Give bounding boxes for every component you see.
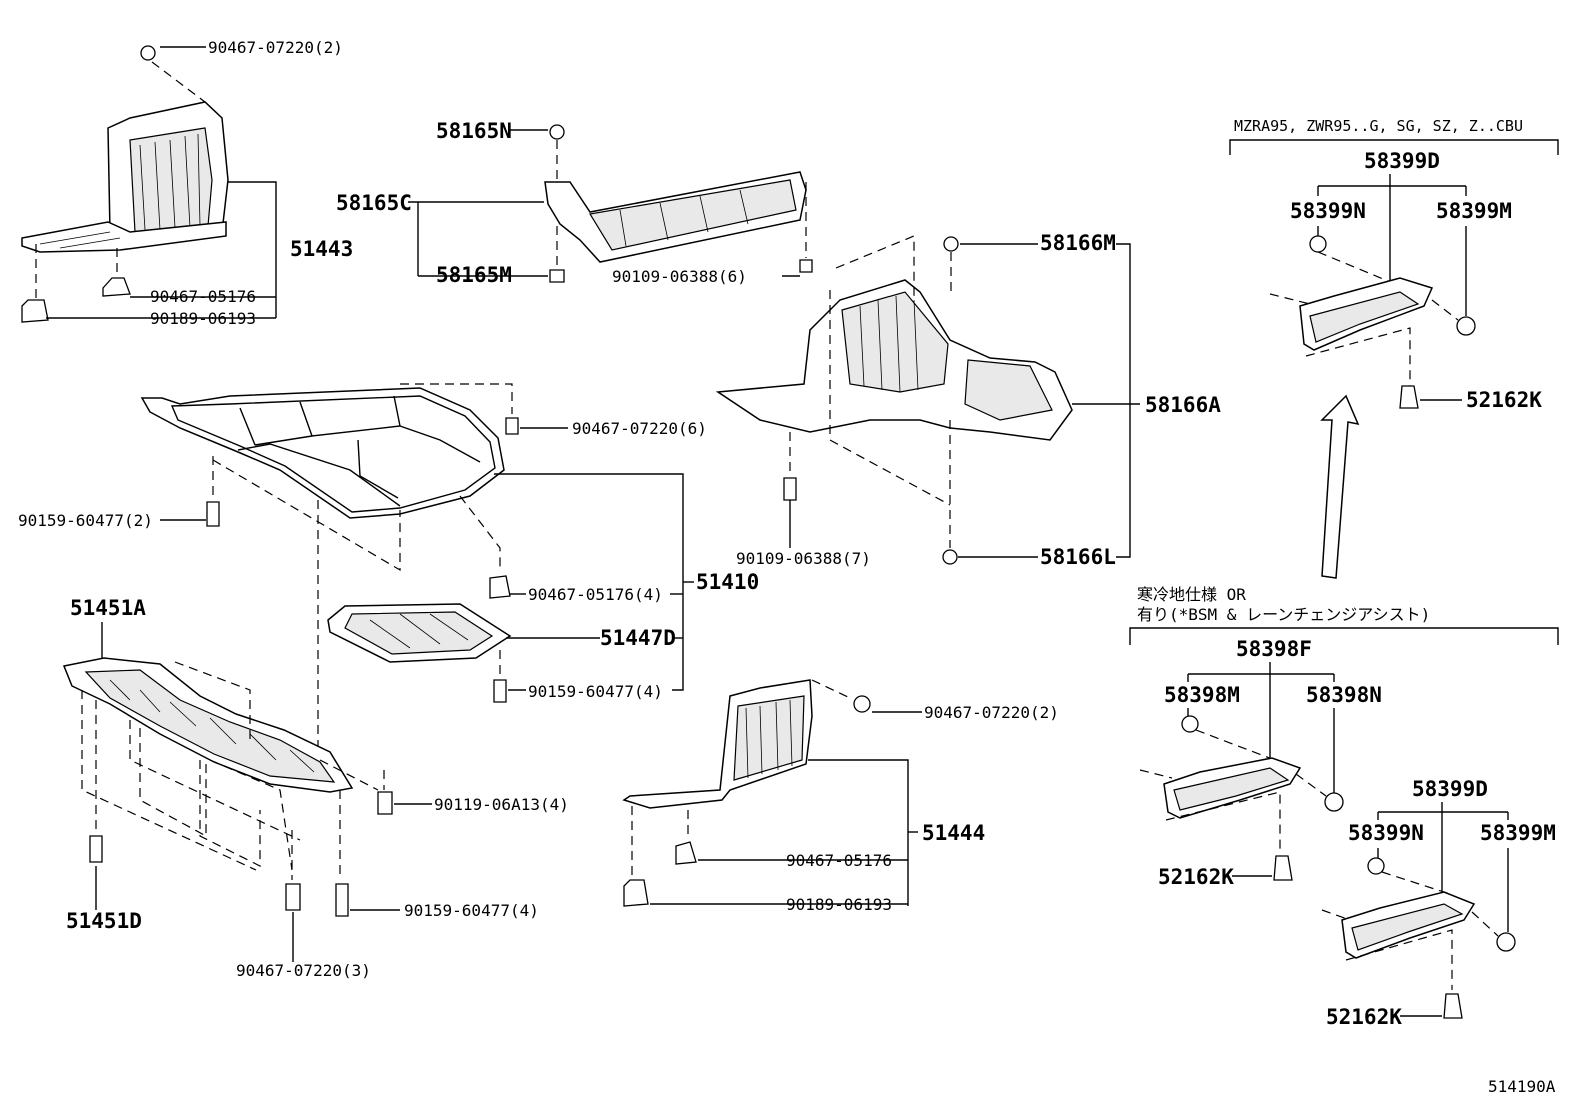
callout-90467-07220-2-mid: 90467-07220(2)	[924, 703, 1059, 722]
bolt-icon	[799, 259, 813, 273]
arrow-icon	[1320, 394, 1360, 579]
part-58165C-shape	[544, 171, 807, 263]
clip-icon	[853, 695, 871, 713]
callout-51443: 51443	[290, 237, 353, 261]
callout-58399N-a: 58399N	[1290, 199, 1366, 223]
nut-icon	[489, 575, 511, 599]
callout-58166L: 58166L	[1040, 545, 1116, 569]
bolt-icon	[206, 501, 220, 527]
figure-id: 514190A	[1488, 1077, 1556, 1096]
part-51410-frame	[140, 387, 505, 519]
part-58399D-a-shape	[1299, 277, 1434, 351]
callout-90159-60477-2: 90159-60477(2)	[18, 511, 153, 530]
part-58398F-shape	[1163, 757, 1302, 819]
callout-58165N: 58165N	[436, 119, 512, 143]
nut-icon	[1309, 235, 1327, 253]
part-51444-shape	[622, 679, 813, 809]
bolt-icon	[377, 791, 393, 815]
callout-58399M-a: 58399M	[1436, 199, 1512, 223]
nut-icon	[1496, 932, 1516, 952]
callout-52162K-a: 52162K	[1466, 388, 1542, 412]
grommet-icon	[21, 299, 49, 323]
nut-icon	[675, 841, 697, 865]
callout-51451D: 51451D	[66, 909, 142, 933]
callout-58166M: 58166M	[1040, 231, 1116, 255]
callout-58398N: 58398N	[1306, 683, 1382, 707]
nut-icon	[1367, 857, 1385, 875]
callout-51447D: 51447D	[600, 626, 676, 650]
clip-icon	[1443, 993, 1463, 1019]
nut-icon	[1456, 316, 1476, 336]
callout-90467-05176-a: 90467-05176	[150, 287, 256, 306]
callout-51444: 51444	[922, 821, 985, 845]
callout-58166A: 58166A	[1145, 393, 1221, 417]
part-51447D-shape	[327, 603, 512, 663]
callout-models: MZRA95, ZWR95..G, SG, SZ, Z..CBU	[1234, 117, 1523, 135]
clip-icon	[1399, 385, 1419, 409]
clip-icon	[140, 45, 156, 61]
callout-90109-06388-7: 90109-06388(7)	[736, 549, 871, 568]
clip-icon	[1273, 855, 1293, 881]
part-58399D-b-shape	[1341, 891, 1476, 959]
callout-90467-07220-6: 90467-07220(6)	[572, 419, 707, 438]
callout-90189-06193-a: 90189-06193	[150, 309, 256, 328]
callout-52162K-b: 52162K	[1158, 865, 1234, 889]
callout-90109-06388-6: 90109-06388(6)	[612, 267, 747, 286]
nut-icon	[1324, 792, 1344, 812]
callout-52162K-c: 52162K	[1326, 1005, 1402, 1029]
bolt-icon	[783, 477, 797, 501]
callout-58399D-b: 58399D	[1412, 777, 1488, 801]
callout-90467-07220-2-top: 90467-07220(2)	[208, 38, 343, 57]
clip-icon	[943, 236, 959, 252]
callout-58399M-b: 58399M	[1480, 821, 1556, 845]
clip-icon	[942, 549, 958, 565]
callout-58398M: 58398M	[1164, 683, 1240, 707]
callout-90467-05176-b: 90467-05176	[786, 851, 892, 870]
bolt-icon	[493, 679, 507, 703]
clip-icon	[285, 883, 301, 911]
callout-90189-06193-b: 90189-06193	[786, 895, 892, 914]
callout-58399D-a: 58399D	[1364, 149, 1440, 173]
callout-58398F: 58398F	[1236, 637, 1312, 661]
part-58166A-shape	[715, 279, 1073, 441]
nut-icon	[102, 277, 131, 297]
part-51443-shape	[21, 101, 229, 253]
screw-icon	[89, 835, 103, 863]
callout-58165C: 58165C	[336, 191, 412, 215]
bolt-icon	[335, 883, 349, 917]
grommet-icon	[623, 879, 649, 907]
callout-51410: 51410	[696, 570, 759, 594]
nut-icon	[1181, 715, 1199, 733]
callout-58165M: 58165M	[436, 263, 512, 287]
callout-90467-05176-4: 90467-05176(4)	[528, 585, 663, 604]
nut-icon	[549, 269, 565, 283]
callout-90159-60477-4-b: 90159-60477(4)	[404, 901, 539, 920]
callout-90159-60477-4-a: 90159-60477(4)	[528, 682, 663, 701]
clip-icon	[549, 124, 565, 140]
callout-90467-07220-3: 90467-07220(3)	[236, 961, 371, 980]
callout-cold-spec: 寒冷地仕様 OR	[1137, 585, 1246, 604]
part-51451A-shape	[62, 657, 354, 793]
callout-bsm: 有り(*BSM & レーンチェンジアシスト)	[1137, 605, 1430, 624]
bolt-icon	[505, 417, 519, 435]
callout-51451A: 51451A	[70, 596, 146, 620]
callout-58399N-b: 58399N	[1348, 821, 1424, 845]
callout-90119-06A13-4: 90119-06A13(4)	[434, 795, 569, 814]
